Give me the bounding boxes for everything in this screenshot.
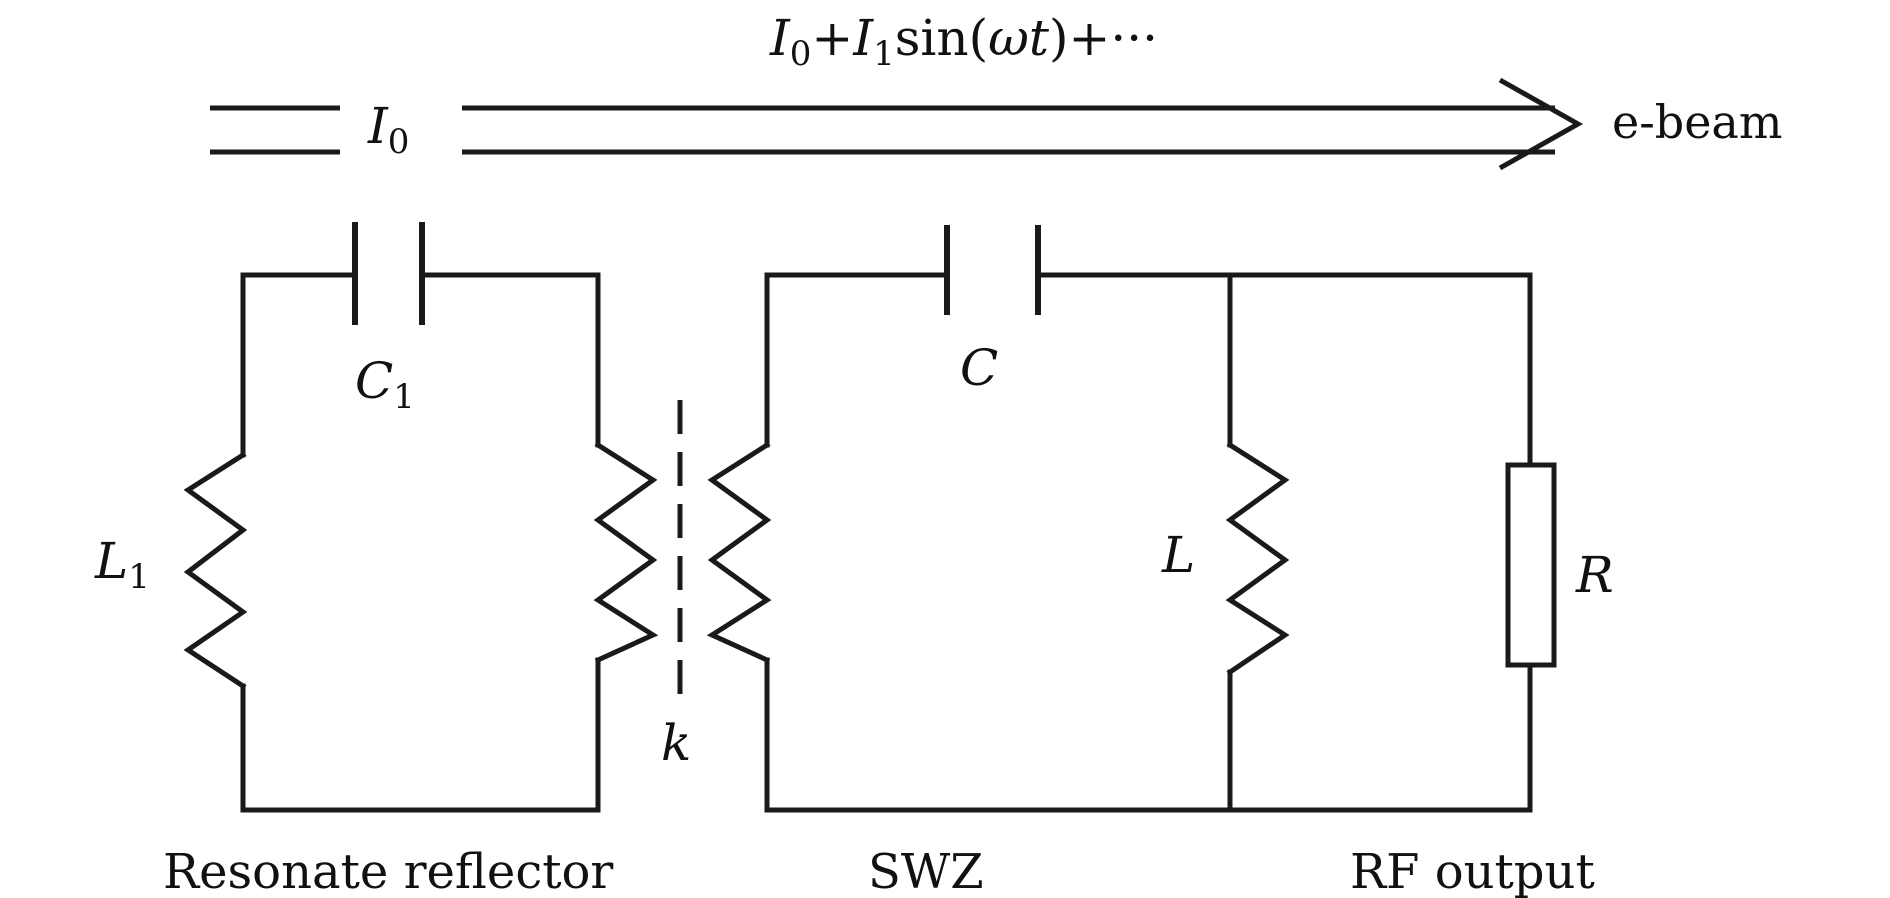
r-resistor [1505,462,1557,668]
electron-beam [210,77,1584,171]
coupling-k-label: k [661,714,691,772]
c1-label: C1 [355,352,415,417]
rf-top-wire [1035,272,1533,468]
l-label: L [1161,526,1195,584]
section-label-rf-output: RF output [1350,844,1595,898]
l-branch-bottom-wire [1227,662,1533,813]
swz-left-coil-wire-top [764,272,950,448]
reflector-top-wire-right [419,272,601,448]
swz-rf-output-circuit [706,225,1557,813]
ebeam-label: e-beam [1612,95,1782,149]
reflector-top-wire-left [240,272,358,458]
section-label-swz: SWZ [868,844,984,898]
c-label: C [960,339,998,397]
modulated-current-label: I0+I1sin(ωt)+··· [769,9,1158,74]
swz-coupling-coil [706,441,772,664]
section-label-resonate-reflector: Resonate reflector [163,844,613,898]
reflector-bottom-wire [240,657,601,813]
r-label: R [1575,546,1614,604]
reflector-coupling-coil [593,441,659,664]
beam-arrowhead [1498,77,1584,171]
l1-label: L1 [94,532,150,597]
l1-inductor-coil [183,451,248,690]
input-current-label: I0 [367,97,409,162]
resonate-reflector-circuit [183,222,659,813]
l-inductor-coil [1225,441,1290,676]
swz-left-coil-wire-bottom [764,657,1233,813]
